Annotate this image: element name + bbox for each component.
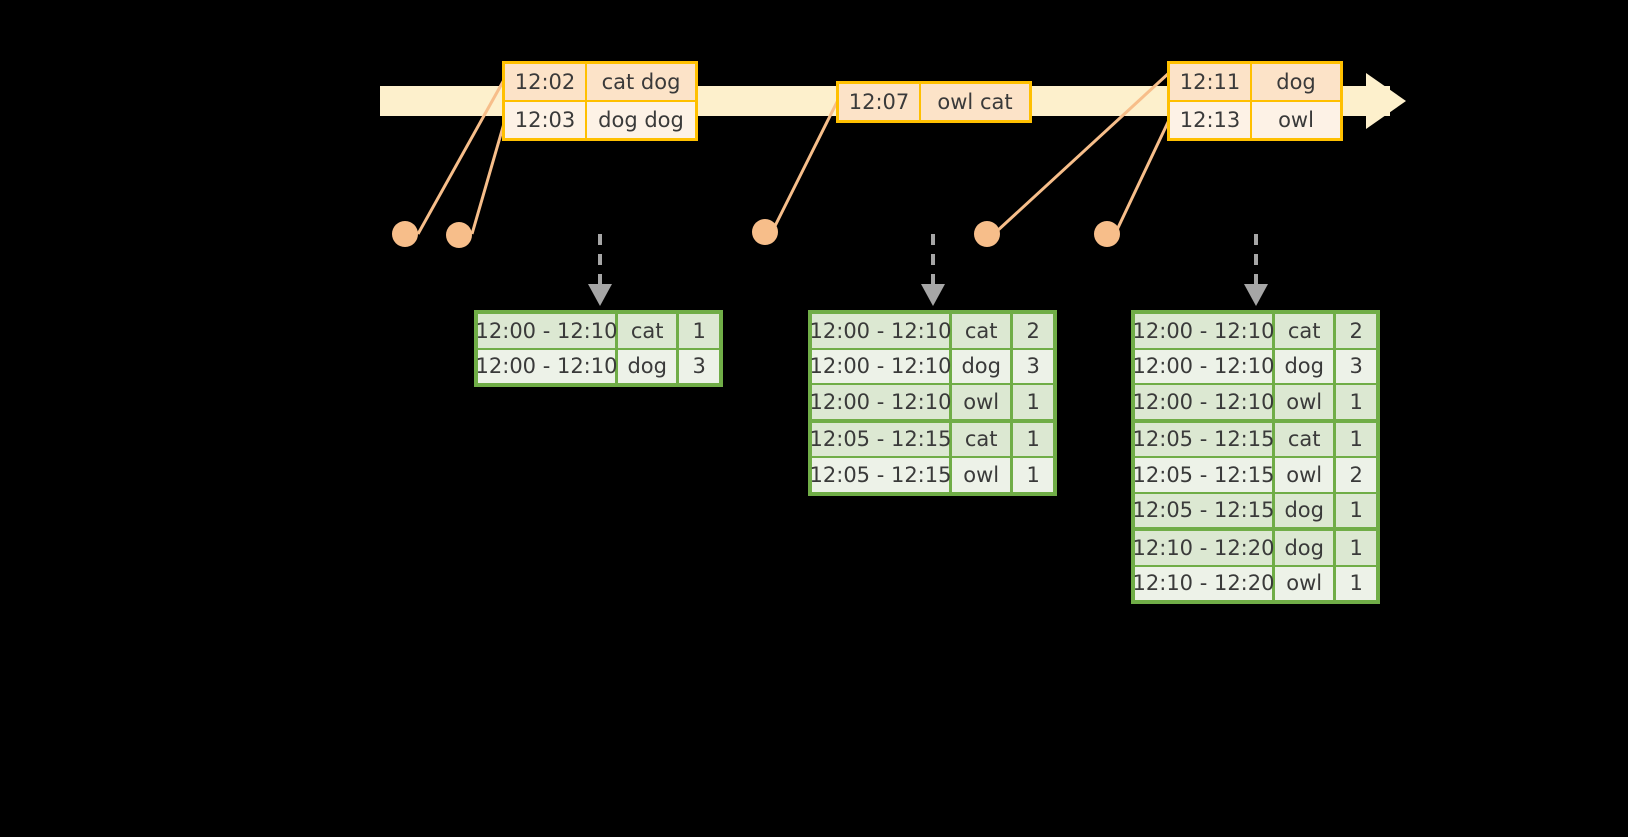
table-cell-window: 12:00 - 12:10: [476, 314, 618, 348]
table-cell-word: cat: [618, 314, 680, 348]
event-time: 12:13: [1170, 102, 1252, 138]
connector-dot-5: [1094, 221, 1120, 247]
table-cell-count: 1: [1349, 498, 1363, 523]
table-cell-count: 3: [692, 354, 706, 379]
dashed-arrow-3: [1244, 234, 1268, 306]
table-cell-word: dog: [952, 349, 1014, 383]
event-row: 12:02 cat dog: [505, 64, 695, 100]
table-cell-count: 1: [692, 318, 706, 343]
table-cell-count: 1: [1349, 571, 1363, 596]
event-payload: dog: [1276, 70, 1316, 94]
connector-dot-1: [392, 221, 418, 247]
table-cell-word: cat: [952, 422, 1014, 456]
event-time: 12:03: [505, 102, 587, 138]
table-cell-word: owl: [1275, 566, 1337, 600]
table-cell-word: dog: [618, 349, 680, 383]
table-cell-count: 1: [1026, 389, 1040, 414]
event-row: 12:03 dog dog: [505, 100, 695, 138]
connector-dot-2: [446, 222, 472, 248]
table-cell-word: cat: [1275, 314, 1337, 348]
table-cell-window: 12:00 - 12:10: [476, 349, 618, 383]
table-cell-count: 1: [1026, 427, 1040, 452]
table-cell-window: 12:00 - 12:10: [810, 314, 952, 348]
event-payload: cat dog: [601, 70, 681, 94]
table-cell-count: 1: [1349, 389, 1363, 414]
connector-dot-3: [752, 219, 778, 245]
table-cell-word: owl: [1275, 458, 1337, 492]
table-cell-window: 12:05 - 12:15: [810, 458, 952, 492]
table-cell-word: owl: [952, 458, 1014, 492]
event-group-1: 12:02 cat dog 12:03 dog dog: [502, 61, 698, 141]
table-cell-window: 12:00 - 12:10: [1133, 349, 1275, 383]
table-cell-count: 1: [1349, 535, 1363, 560]
table-cell-window: 12:10 - 12:20: [1133, 531, 1275, 565]
event-payload: dog dog: [598, 108, 684, 132]
table-cell-word: dog: [1275, 493, 1337, 527]
dashed-arrow-1: [588, 234, 612, 306]
table-cell-window: 12:05 - 12:15: [1133, 422, 1275, 456]
table-cell-count: 1: [1026, 462, 1040, 487]
event-payload: owl: [1278, 108, 1314, 132]
event-time: 12:02: [505, 64, 587, 100]
table-cell-window: 12:00 - 12:10: [1133, 385, 1275, 419]
table-cell-count: 1: [1349, 427, 1363, 452]
table-cell-word: cat: [952, 314, 1014, 348]
table-cell-window: 12:00 - 12:10: [810, 385, 952, 419]
table-cell-window: 12:00 - 12:10: [810, 349, 952, 383]
table-cell-count: 3: [1026, 354, 1040, 379]
event-row: 12:07 owl cat: [839, 84, 1029, 120]
table-cell-word: owl: [1275, 385, 1337, 419]
table-cell-window: 12:10 - 12:20: [1133, 566, 1275, 600]
table-cell-count: 2: [1026, 318, 1040, 343]
table-cell-window: 12:00 - 12:10: [1133, 314, 1275, 348]
table-cell-window: 12:05 - 12:15: [810, 422, 952, 456]
table-cell-window: 12:05 - 12:15: [1133, 458, 1275, 492]
event-time: 12:11: [1170, 64, 1252, 100]
connector-dot-4: [974, 221, 1000, 247]
table-cell-window: 12:05 - 12:15: [1133, 493, 1275, 527]
table-cell-count: 3: [1349, 354, 1363, 379]
table-cell-word: owl: [952, 385, 1014, 419]
table-cell-count: 2: [1349, 462, 1363, 487]
event-row: 12:13 owl: [1170, 100, 1340, 138]
table-cell-word: dog: [1275, 349, 1337, 383]
event-group-3: 12:11 dog 12:13 owl: [1167, 61, 1343, 141]
event-payload: owl cat: [937, 90, 1013, 114]
dashed-arrow-2: [921, 234, 945, 306]
event-group-2: 12:07 owl cat: [836, 81, 1032, 123]
event-row: 12:11 dog: [1170, 64, 1340, 100]
table-cell-word: cat: [1275, 422, 1337, 456]
event-time: 12:07: [839, 84, 921, 120]
table-cell-count: 2: [1349, 318, 1363, 343]
timeline-arrowhead-icon: [1366, 73, 1406, 129]
table-cell-word: dog: [1275, 531, 1337, 565]
